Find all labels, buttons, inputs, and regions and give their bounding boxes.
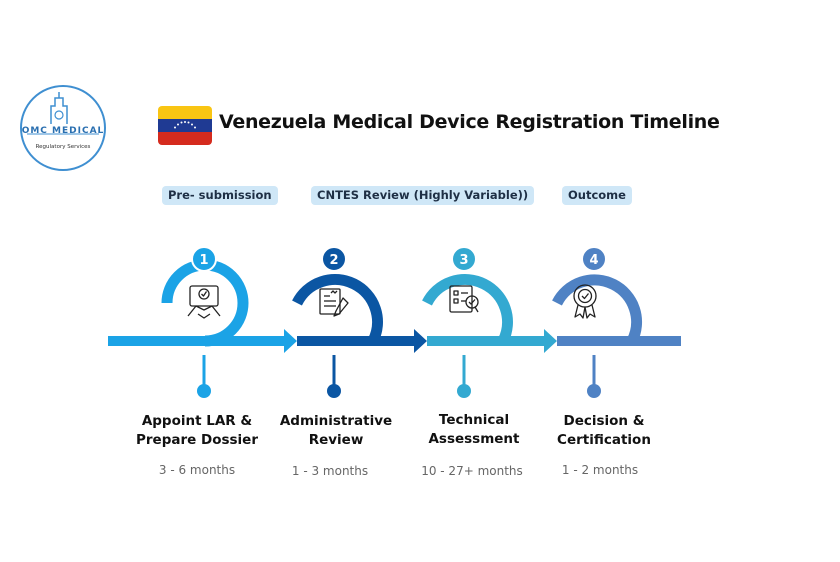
step-2-title-line-2: Review	[308, 432, 364, 448]
step-1-dot	[197, 384, 211, 398]
step-1-title: Appoint LAR & Prepare Dossier	[132, 412, 262, 450]
step-1-arrow	[108, 329, 297, 353]
step-4-arc	[552, 274, 643, 344]
omc-medical-logo: OMC MEDICAL Regulatory Services	[19, 84, 107, 172]
step-4-dot	[587, 384, 601, 398]
step-3-title-line-2: Assessment	[428, 431, 520, 447]
step-1-duration: 3 - 6 months	[158, 463, 236, 477]
step-1-number: 1	[199, 253, 208, 268]
timeline-step-1	[108, 246, 297, 398]
logo-name: OMC MEDICAL	[21, 126, 105, 136]
step-3-duration: 10 - 27+ months	[421, 464, 523, 478]
timeline-step-3	[422, 246, 557, 398]
step-3-dot	[457, 384, 471, 398]
step-2-arrow	[297, 329, 427, 353]
step-2-title-line-1: Administrative	[279, 413, 393, 429]
phase-cntes-review: CNTES Review (Highly Variable))	[311, 186, 535, 205]
page-title: Venezuela Medical Device Registration Ti…	[219, 111, 720, 133]
document-review-icon	[319, 288, 349, 317]
timeline-step-2	[292, 246, 427, 398]
step-4-number: 4	[589, 253, 598, 268]
step-4-number-circle	[581, 246, 607, 272]
phase-pre-submission: Pre- submission	[162, 186, 278, 205]
step-4-duration: 1 - 2 months	[561, 463, 639, 477]
phase-outcome: Outcome	[562, 186, 632, 205]
step-3-title-line-1: Technical	[438, 412, 510, 428]
step-2-dot	[327, 384, 341, 398]
step-3-number-circle	[451, 246, 477, 272]
timeline-step-4	[552, 246, 681, 398]
step-2-number-circle	[321, 246, 347, 272]
step-1-title-line-1: Appoint LAR &	[141, 413, 253, 429]
logo-tagline: Regulatory Services	[35, 144, 91, 150]
certificate-award-icon	[573, 284, 597, 319]
step-4-title: Decision & Certification	[539, 412, 669, 450]
step-4-arrow	[557, 336, 681, 346]
checklist-clipboard-icon	[449, 285, 479, 313]
step-1-arc	[161, 259, 249, 347]
step-1-number-circle	[191, 246, 217, 272]
venezuela-flag-icon	[158, 106, 212, 145]
step-4-title-line-1: Decision &	[563, 413, 645, 429]
step-2-arc	[292, 274, 383, 344]
step-1-title-line-2: Prepare Dossier	[136, 432, 258, 448]
step-3-arc	[422, 274, 513, 344]
step-4-title-line-2: Certification	[557, 432, 651, 448]
step-2-duration: 1 - 3 months	[291, 464, 369, 478]
step-3-title: Technical Assessment	[409, 411, 539, 449]
step-2-title: Administrative Review	[271, 412, 401, 450]
handshake-approval-icon	[187, 285, 221, 319]
step-3-arrow	[427, 329, 557, 353]
step-3-number: 3	[459, 253, 468, 268]
step-2-number: 2	[329, 253, 338, 268]
